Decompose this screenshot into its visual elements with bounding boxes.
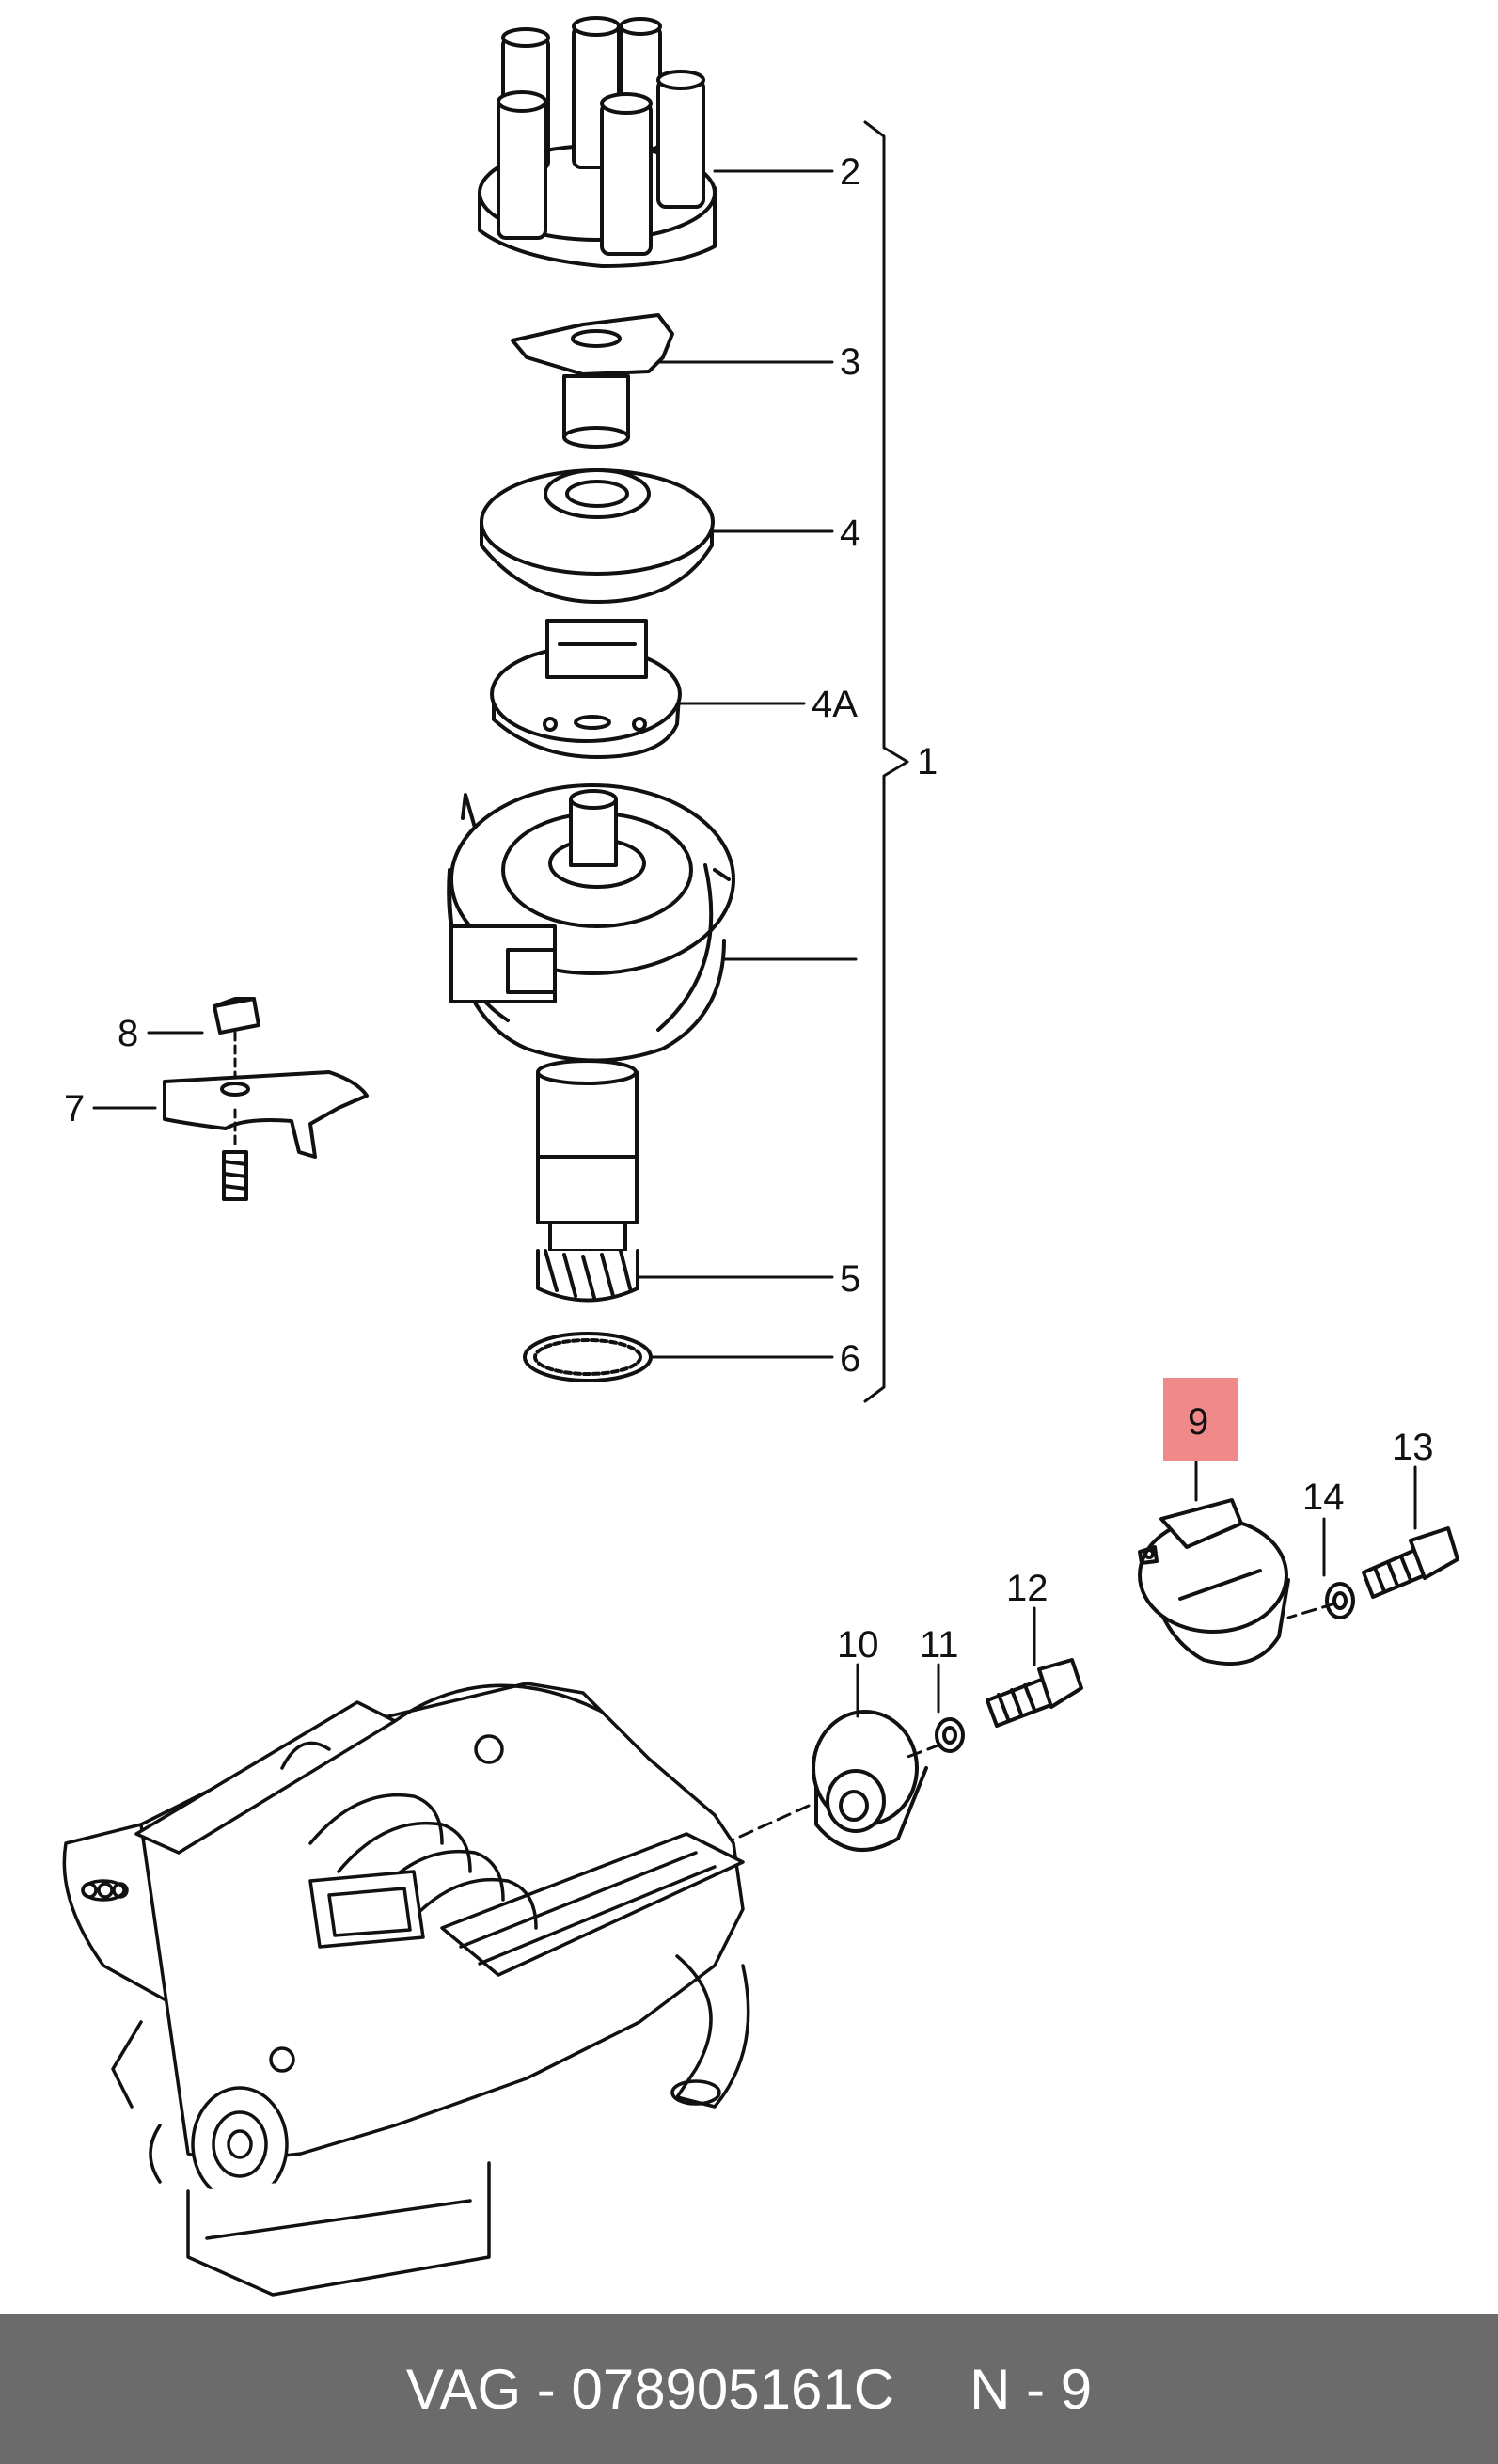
callout-14: 14 bbox=[1302, 1477, 1345, 1518]
footer-separator: - bbox=[521, 2357, 572, 2421]
callout-2: 2 bbox=[840, 151, 860, 193]
callout-9-highlight bbox=[1163, 1378, 1238, 1461]
hall-sender bbox=[490, 619, 806, 759]
dust-shield bbox=[480, 468, 834, 604]
callout-4: 4 bbox=[840, 513, 860, 554]
brand-label: VAG bbox=[405, 2357, 522, 2421]
clamp-assembly bbox=[92, 997, 369, 1201]
callout-10: 10 bbox=[837, 1624, 879, 1666]
callout-6: 6 bbox=[840, 1338, 860, 1380]
o-ring bbox=[523, 1332, 834, 1382]
callout-13: 13 bbox=[1392, 1427, 1434, 1468]
callout-11: 11 bbox=[920, 1624, 959, 1666]
washer-14 bbox=[1322, 1517, 1355, 1619]
callout-3: 3 bbox=[840, 341, 860, 383]
callout-8: 8 bbox=[118, 1013, 138, 1054]
cap-10 bbox=[812, 1663, 928, 1852]
cover-9 bbox=[1138, 1461, 1290, 1666]
callout-12: 12 bbox=[1006, 1568, 1049, 1609]
drive-gear bbox=[536, 1221, 834, 1303]
callout-1: 1 bbox=[917, 741, 938, 782]
group-bracket bbox=[863, 120, 909, 1403]
diagram-reference: N - 9 bbox=[970, 2357, 1093, 2421]
washer-11 bbox=[935, 1663, 965, 1753]
callout-7: 7 bbox=[64, 1088, 85, 1129]
distributor-cap bbox=[478, 16, 834, 268]
rotor bbox=[511, 313, 834, 449]
callout-4a: 4A bbox=[812, 684, 858, 725]
part-number: 078905161C bbox=[571, 2357, 895, 2421]
bolt-12 bbox=[986, 1606, 1083, 1728]
callout-5: 5 bbox=[840, 1258, 860, 1300]
parts-diagram: 2 3 4 4A 1 5 6 8 7 9 13 14 12 10 11 bbox=[62, 16, 1459, 2297]
v8-engine bbox=[62, 1682, 750, 2297]
part-info-footer: VAG - 078905161C N - 9 bbox=[0, 2314, 1498, 2464]
distributor-housing bbox=[447, 783, 858, 1224]
bolt-13 bbox=[1362, 1465, 1459, 1599]
callout-9: 9 bbox=[1188, 1401, 1208, 1443]
